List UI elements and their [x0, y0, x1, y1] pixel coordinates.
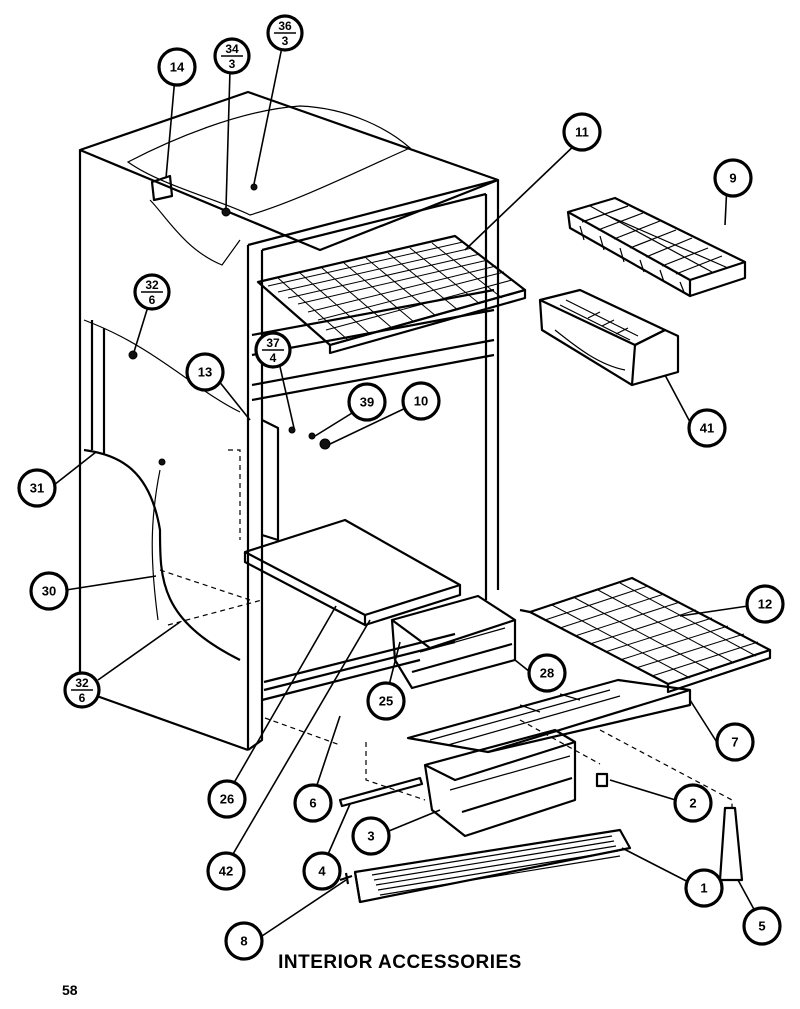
freezer-wire-shelf	[256, 234, 527, 355]
callout-top: 32	[75, 676, 89, 690]
callout-label: 7	[731, 735, 738, 750]
callout-label: 10	[414, 394, 428, 409]
callout-label: 3	[367, 829, 374, 844]
callout-label: 2	[689, 796, 696, 811]
callout-8[interactable]: 8	[224, 921, 264, 961]
callout-label: 11	[575, 125, 589, 140]
callout-label: 8	[240, 934, 247, 949]
callout-bottom: 4	[270, 351, 277, 365]
callout-label: 41	[700, 421, 714, 436]
callout-13[interactable]: 13	[185, 352, 225, 392]
callout-41[interactable]: 41	[687, 408, 727, 448]
diagram-title: INTERIOR ACCESSORIES	[278, 952, 522, 973]
callout-37-4[interactable]: 37 4	[254, 331, 292, 369]
callout-label: 42	[219, 864, 233, 879]
callout-32-6-lower[interactable]: 32 6	[63, 671, 101, 709]
callout-30[interactable]: 30	[29, 571, 69, 611]
callout-label: 14	[170, 60, 185, 75]
callout-bottom: 6	[79, 691, 86, 705]
callout-label: 25	[379, 694, 393, 709]
small-parts	[263, 632, 744, 885]
callout-12[interactable]: 12	[745, 584, 785, 624]
callout-label: 1	[700, 881, 707, 896]
refrigerator-wire-shelf	[519, 576, 772, 694]
callout-top: 36	[278, 19, 292, 33]
callout-14[interactable]: 14	[157, 47, 197, 87]
callout-label: 30	[42, 584, 56, 599]
callout-42[interactable]: 42	[206, 851, 246, 891]
callout-39[interactable]: 39	[347, 382, 387, 422]
callout-label: 31	[30, 481, 44, 496]
leader-lines	[53, 46, 763, 939]
callout-3[interactable]: 3	[351, 816, 391, 856]
callout-5[interactable]: 5	[742, 906, 782, 946]
callout-bottom: 3	[229, 57, 236, 71]
callout-label: 6	[309, 796, 316, 811]
ice-maker	[538, 288, 680, 387]
callout-label: 26	[220, 792, 234, 807]
callout-label: 9	[729, 171, 736, 186]
callout-28[interactable]: 28	[527, 653, 567, 693]
ice-cube-tray	[566, 196, 747, 298]
callout-26[interactable]: 26	[207, 779, 247, 819]
callout-4[interactable]: 4	[302, 851, 342, 891]
callout-bottom: 3	[282, 34, 289, 48]
refrigerator-cabinet	[78, 90, 500, 752]
callout-top: 34	[225, 42, 239, 56]
callout-label: 39	[360, 395, 374, 410]
callout-2[interactable]: 2	[673, 783, 713, 823]
base-grille	[353, 828, 632, 904]
callout-top: 37	[266, 336, 280, 350]
callout-label: 13	[198, 365, 212, 380]
callout-36-3[interactable]: 36 3	[266, 14, 304, 52]
callout-label: 5	[758, 919, 765, 934]
callout-label: 12	[758, 597, 772, 612]
callouts: 14 34 3 36 3 11 9 32 6 37	[17, 14, 785, 961]
callout-label: 28	[540, 666, 554, 681]
page-number: 58	[62, 982, 78, 998]
callout-32-6-upper[interactable]: 32 6	[133, 273, 171, 311]
callout-10[interactable]: 10	[401, 381, 441, 421]
callout-6[interactable]: 6	[293, 783, 333, 823]
crisper-drawer-lower	[365, 728, 577, 838]
callout-11[interactable]: 11	[562, 112, 602, 152]
callout-34-3[interactable]: 34 3	[213, 37, 251, 75]
callout-25[interactable]: 25	[366, 681, 406, 721]
crisper-cover-shelf	[243, 518, 462, 627]
crisper-pan-tray	[406, 678, 692, 754]
callout-9[interactable]: 9	[713, 158, 753, 198]
callout-1[interactable]: 1	[684, 868, 724, 908]
callout-bottom: 6	[149, 293, 156, 307]
callout-7[interactable]: 7	[715, 722, 755, 762]
callout-label: 4	[318, 864, 326, 879]
callout-31[interactable]: 31	[17, 468, 57, 508]
callout-top: 32	[145, 278, 159, 292]
